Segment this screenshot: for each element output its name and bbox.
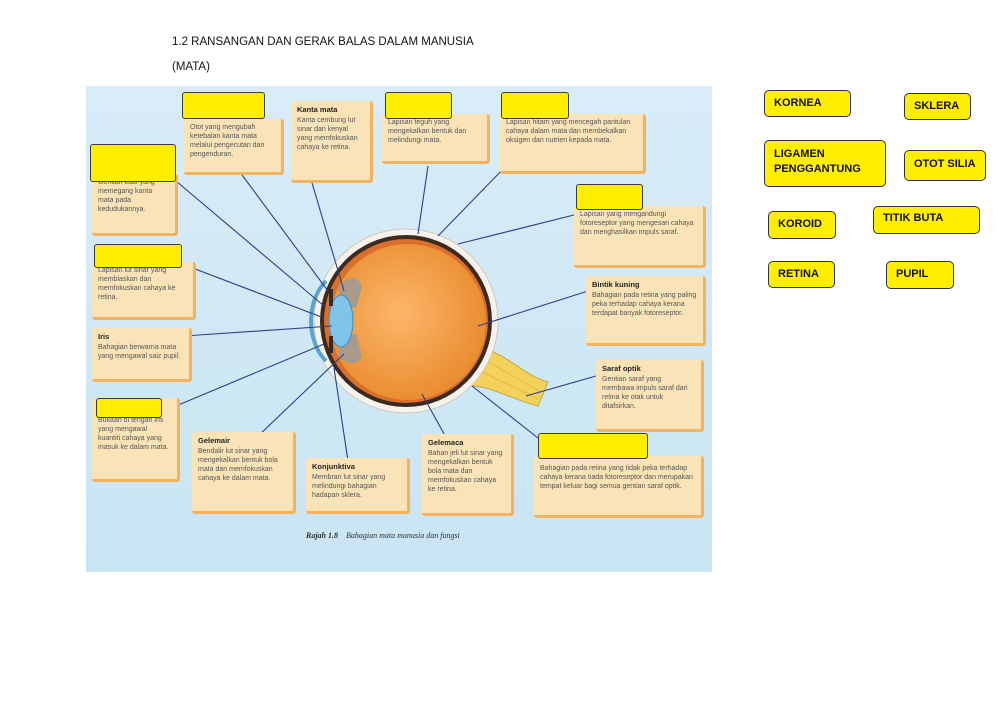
label-box-text: Membran lut sinar yang melindungi bahagi… <box>312 474 386 499</box>
label-box-text: Bukaan di tengah iris yang mengawal kuan… <box>98 417 169 451</box>
answer-chip-retina[interactable]: RETINA <box>768 261 835 288</box>
label-box-title: Kanta mata <box>297 105 338 114</box>
label-box-title: Bintik kuning <box>592 280 640 289</box>
label-box-lens: Kanta mata Kanta cembung lut sinar dan k… <box>291 101 373 183</box>
label-box-vitreous-humour: Gelemaca Bahan jeli lut sinar yang menge… <box>422 434 514 516</box>
label-box-text: Gentian saraf yang membawa impuls saraf … <box>602 376 688 410</box>
label-box-blind-spot: Bahagian pada retina yang tidak peka ter… <box>534 456 704 518</box>
label-box-text: Lapisan teguh yang mengekalkan bentuk da… <box>388 119 467 144</box>
label-box-text: Bendalir lut sinar yang mengekalkan bent… <box>198 448 278 482</box>
label-box-text: Lapisan yang mengandungi fotoreseptor ya… <box>580 211 694 236</box>
label-box-title: Gelemaca <box>428 438 464 447</box>
answer-blank-retina[interactable] <box>576 184 643 210</box>
label-box-text: Gentian kuat yang memegang kanta mata pa… <box>98 179 155 213</box>
label-box-cornea: Lapisan lut sinar yang membiaskan dan me… <box>92 262 196 320</box>
vitreous-humour <box>330 244 486 400</box>
label-box-text: Lapisan hitam yang mencegah pantulan cah… <box>506 119 631 144</box>
label-box-text: Bahan jeli lut sinar yang mengekalkan be… <box>428 450 503 493</box>
answer-blank-choroid[interactable] <box>501 92 569 119</box>
page-subtitle: (MATA) <box>172 61 210 73</box>
label-box-conjunctiva: Konjunktiva Membran lut sinar yang melin… <box>306 458 410 514</box>
label-box-aqueous-humour: Gelemair Bendalir lut sinar yang mengeka… <box>192 432 296 514</box>
answer-blank-cornea[interactable] <box>94 244 182 268</box>
answer-chip-koroid[interactable]: KOROID <box>768 211 836 239</box>
label-box-choroid: Lapisan hitam yang mencegah pantulan cah… <box>500 114 646 174</box>
answer-blank-suspensory-ligament[interactable] <box>90 144 176 182</box>
answer-chip-pupil[interactable]: PUPIL <box>886 261 954 289</box>
page-title: 1.2 RANSANGAN DAN GERAK BALAS DALAM MANU… <box>172 36 474 48</box>
label-box-iris: Iris Bahagian berwarna mata yang mengawa… <box>92 328 192 382</box>
answer-blank-pupil[interactable] <box>96 398 162 418</box>
label-box-optic-nerve: Saraf optik Gentian saraf yang membawa i… <box>596 360 704 432</box>
label-box-yellow-spot: Bintik kuning Bahagian pada retina yang … <box>586 276 706 346</box>
label-box-title: Iris <box>98 332 110 341</box>
label-box-text: Bahagian pada retina yang paling peka te… <box>592 292 697 317</box>
label-box-text: Bahagian berwarna mata yang mengawal sai… <box>98 344 181 360</box>
answer-chip-kornea[interactable]: KORNEA <box>764 90 851 117</box>
figure-caption-text: Bahagian mata manusia dan fungsi <box>346 531 460 540</box>
eye-diagram-figure: Rajah 1.8 Bahagian mata manusia dan fung… <box>86 86 712 572</box>
label-box-ciliary-muscle: Otot yang mengubah ketebalan kanta mata … <box>184 119 284 175</box>
cornea <box>309 279 328 363</box>
answer-chip-sklera[interactable]: SKLERA <box>904 93 971 120</box>
label-box-text: Bahagian pada retina yang tidak peka ter… <box>540 465 693 490</box>
leader-lines <box>175 155 597 462</box>
answer-chip-titik-buta[interactable]: TITIK BUTA <box>873 206 980 234</box>
label-box-sclera: Lapisan teguh yang mengekalkan bentuk da… <box>382 114 490 164</box>
label-box-title: Konjunktiva <box>312 462 355 471</box>
answer-chip-otot-silia[interactable]: OTOT SILIA <box>904 150 986 181</box>
answer-blank-sclera[interactable] <box>385 92 452 119</box>
answer-chip-ligamen-penggantung[interactable]: LIGAMEN PENGGANTUNG <box>764 140 886 187</box>
iris-shape <box>329 289 333 353</box>
label-box-text: Lapisan lut sinar yang membiaskan dan me… <box>98 267 176 301</box>
label-box-text: Otot yang mengubah ketebalan kanta mata … <box>190 124 265 158</box>
lens <box>328 294 354 348</box>
label-box-suspensory-ligament: Gentian kuat yang memegang kanta mata pa… <box>92 174 178 236</box>
optic-nerve-shape <box>470 345 549 407</box>
figure-caption-prefix: Rajah 1.8 <box>305 531 338 540</box>
answer-blank-blind-spot[interactable] <box>538 433 648 459</box>
label-box-text: Kanta cembung lut sinar dan kenyal yang … <box>297 117 358 151</box>
label-box-title: Saraf optik <box>602 364 641 373</box>
answer-blank-ciliary-muscle[interactable] <box>182 92 265 119</box>
label-box-retina: Lapisan yang mengandungi fotoreseptor ya… <box>574 206 706 268</box>
label-box-title: Gelemair <box>198 436 231 445</box>
